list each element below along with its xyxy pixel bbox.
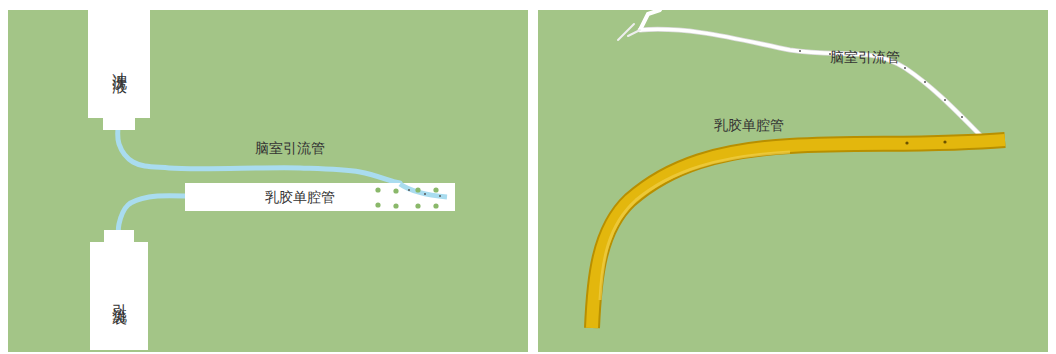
tube-label: 脑室引流管 (255, 140, 325, 158)
latex-tube-box: 乳胶单腔管 (185, 183, 455, 211)
tube-mark (424, 193, 426, 195)
node-label: 冲洗液 (110, 60, 129, 69)
side-hole (375, 187, 380, 192)
tube-mark (439, 195, 441, 197)
latex-tube-photo (592, 140, 1005, 328)
supply-bottle: 冲洗液 (88, 10, 150, 118)
drain-tube (118, 118, 400, 183)
bottle-neck (103, 117, 135, 130)
node-label: 引流袋 (110, 292, 129, 301)
node-label: 乳胶单腔管 (265, 183, 335, 211)
part-label: 乳胶单腔管 (714, 117, 784, 135)
side-hole (375, 202, 380, 207)
side-hole (393, 203, 398, 208)
right-panel (538, 10, 1048, 352)
ventricular-drain-photo (618, 10, 985, 140)
left-panel (8, 10, 528, 352)
drain-tube (118, 196, 185, 242)
inner-drain-segment (400, 184, 447, 197)
tube-mark (408, 189, 410, 191)
part-label: 脑室引流管 (830, 49, 900, 67)
drain-bag: 引流袋 (90, 242, 148, 350)
side-hole (415, 203, 420, 208)
side-hole (415, 187, 420, 192)
side-hole (433, 203, 438, 208)
side-hole (433, 187, 438, 192)
side-hole (393, 188, 398, 193)
bag-neck (104, 230, 134, 243)
